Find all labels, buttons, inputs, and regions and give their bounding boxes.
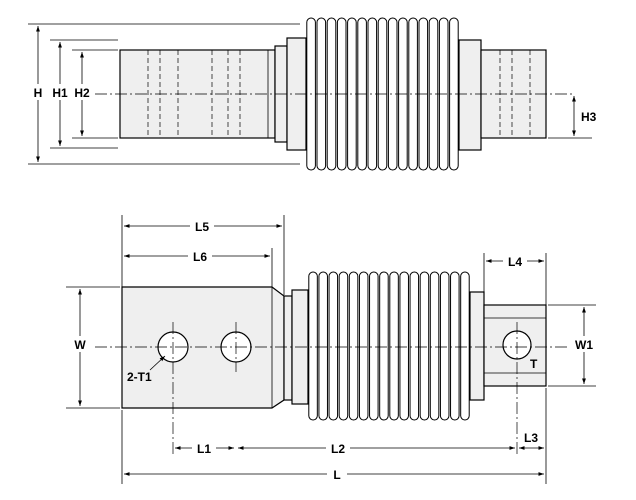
bellows-coil (460, 271, 470, 421)
bellows-coil (308, 271, 318, 421)
dim-l3-label: L3 (524, 431, 538, 445)
bellows-coil (399, 271, 409, 421)
dim-l1-label: L1 (197, 442, 211, 456)
side-right-flange (458, 39, 482, 151)
side-view: H H1 H2 H3 (28, 17, 597, 171)
dim-l-label: L (333, 468, 340, 482)
top-bellows (308, 271, 470, 421)
bellows-coil (389, 271, 399, 421)
bellows-coil (439, 271, 450, 421)
bellows-coil (409, 271, 420, 421)
t1-leader (149, 355, 166, 371)
hole-callout-t: T (530, 357, 538, 371)
top-left-block (121, 286, 285, 409)
dim-l4-label: L4 (508, 255, 522, 269)
top-right-flange (469, 291, 485, 401)
bellows-coil (429, 271, 440, 421)
dim-w-label: W (74, 338, 86, 352)
dim-h1-label: H1 (52, 86, 68, 100)
dim-l6-label: L6 (193, 250, 207, 264)
bellows-coil (348, 271, 359, 421)
hole-callout-2-t1: 2-T1 (127, 370, 152, 384)
bellows-coil (419, 271, 430, 421)
bellows-coil (358, 271, 369, 421)
dim-h-label: H (34, 86, 43, 100)
bellows-coil (379, 271, 389, 421)
top-neck (283, 295, 293, 401)
bellows-coil (369, 271, 379, 421)
bellows-coil (328, 271, 339, 421)
dim-w1-label: W1 (575, 338, 593, 352)
top-view: L5 L6 L4 W W1 2-T1 T L1 L2 L3 (66, 215, 597, 484)
dim-h2-label: H2 (74, 86, 90, 100)
bellows-coil (338, 271, 349, 421)
dim-l5-label: L5 (195, 220, 209, 234)
bellows-coil (318, 271, 328, 421)
bellows-coil (450, 271, 460, 421)
dim-l2-label: L2 (331, 442, 345, 456)
dim-h3-label: H3 (581, 110, 597, 124)
